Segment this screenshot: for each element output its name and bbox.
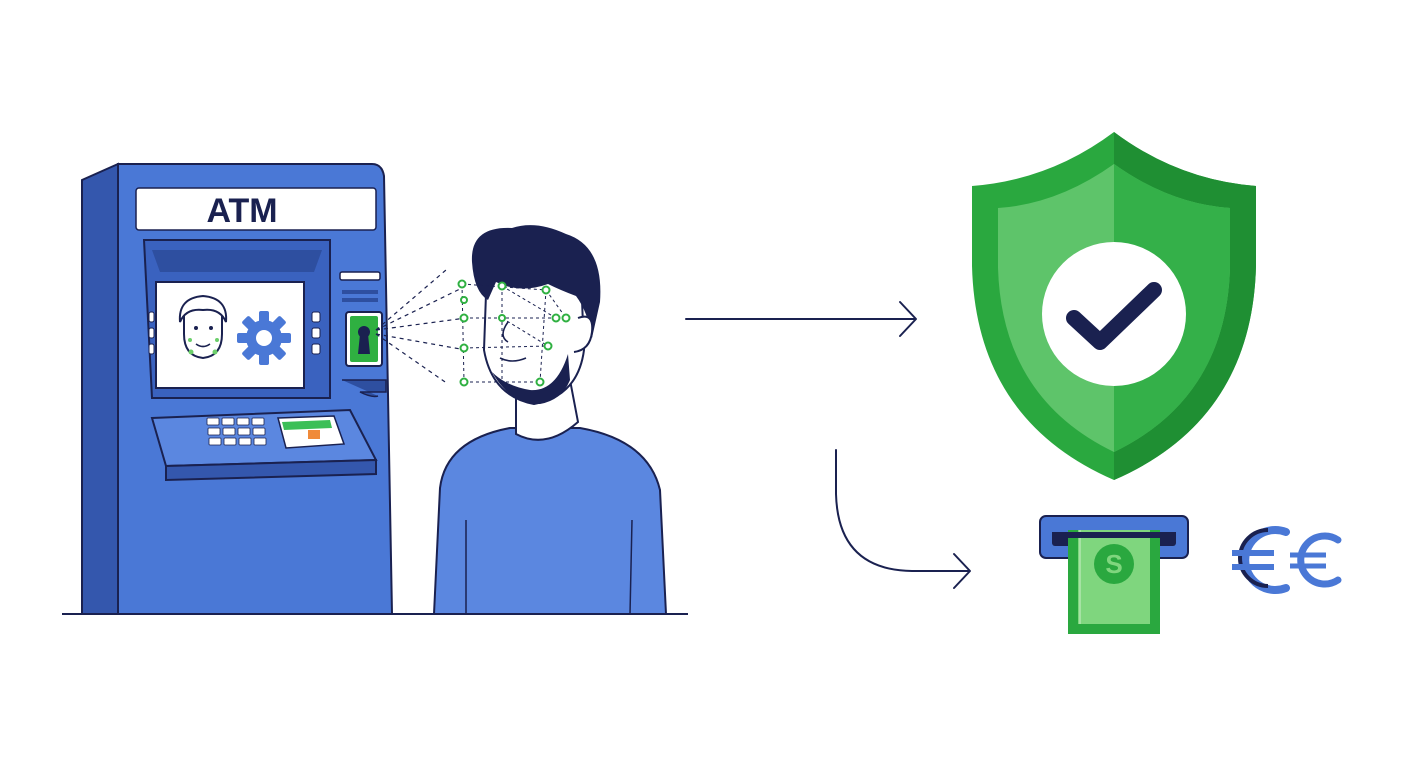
arrow-curved-down-right-icon (835, 449, 971, 589)
face-icon (178, 294, 228, 360)
person-icon (432, 225, 668, 615)
shield-check-icon (972, 132, 1256, 480)
keyhole-scanner-icon (345, 311, 383, 367)
face-scan-mesh-icon (457, 279, 571, 387)
cash-slot (342, 379, 387, 398)
euro-icon (1232, 526, 1342, 594)
dollar-icon: S (1105, 549, 1122, 579)
screen-side-buttons (148, 311, 321, 355)
cash-dispense-icon: S (1039, 515, 1189, 634)
arrow-right-icon (685, 301, 917, 337)
atm-label-plate (135, 187, 377, 231)
card-terminal (277, 415, 346, 449)
atm-label: ATM (206, 192, 277, 230)
check-icon (1066, 282, 1162, 350)
gear-icon (237, 311, 291, 365)
card-slot (339, 271, 381, 281)
atm-machine-icon: ATM (81, 162, 394, 615)
scan-beams (375, 269, 467, 385)
keypad (206, 417, 267, 446)
